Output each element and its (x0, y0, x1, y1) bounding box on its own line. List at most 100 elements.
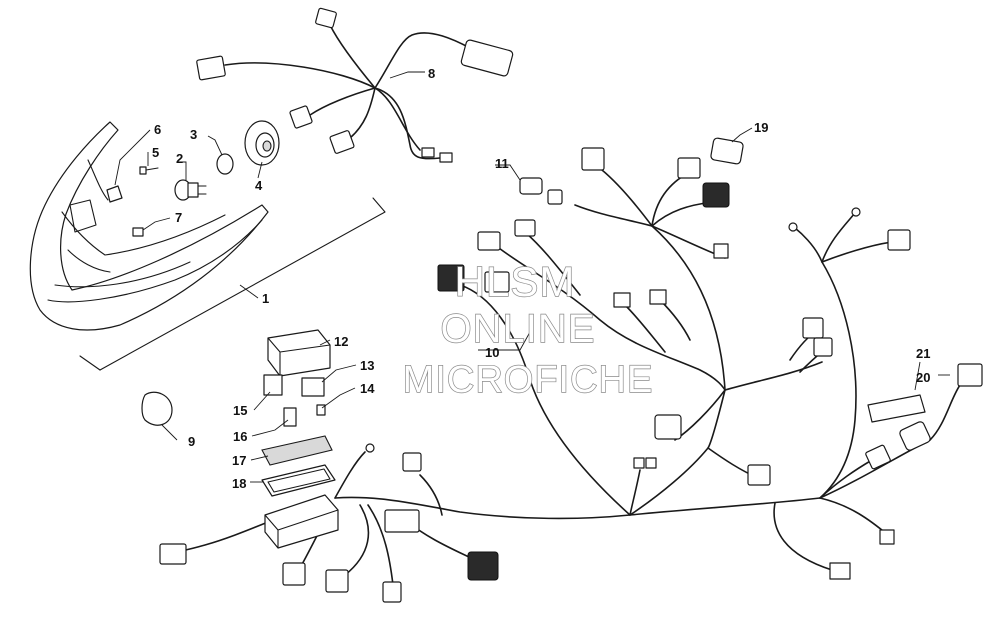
connector-fr-a (887, 229, 911, 251)
part-18-seal (261, 464, 336, 497)
part-20-connector (957, 363, 983, 387)
ring-terminal-a (788, 222, 798, 232)
callout-7: 7 (175, 210, 182, 225)
wire-mid-right (724, 361, 823, 391)
headlight-assembly (29, 120, 386, 371)
callout-11: 11 (495, 156, 509, 171)
terminal-top-a (421, 147, 435, 158)
part-14-fuse (316, 404, 326, 416)
connector-10-a (477, 231, 501, 251)
wire-upper-3 (374, 32, 471, 89)
callout-6: 6 (154, 122, 161, 137)
part-5-screw (139, 166, 159, 175)
connector-10-c (437, 264, 465, 292)
part-4-boot (244, 120, 280, 166)
watermark-line-2: ONLINE (441, 307, 596, 351)
assembly-boundary (99, 197, 386, 371)
connector-bl-e (467, 551, 499, 581)
connector-top-c (460, 39, 514, 77)
connector-10-d (484, 271, 510, 293)
wire-right-3 (821, 212, 856, 263)
connector-bl-d (382, 581, 402, 603)
part-3-retainer-ring (216, 153, 234, 175)
housing-contour-5 (87, 159, 109, 201)
callout-3: 3 (190, 127, 197, 142)
wire-mid-conn-c (629, 469, 641, 516)
wire-10-d (624, 304, 666, 353)
main-harness (177, 24, 961, 586)
callout-15: 15 (233, 403, 247, 418)
terminal-mid-b (645, 457, 657, 469)
callout-12: 12 (334, 334, 348, 349)
callout-19: 19 (754, 120, 768, 135)
callout-10: 10 (485, 345, 499, 360)
wire-br-2 (819, 497, 889, 536)
connector-bl-b (282, 562, 306, 586)
wire-br-1 (819, 459, 873, 499)
connector-tr-a (581, 147, 605, 171)
connector-10-f (649, 289, 667, 305)
wire-upper-4 (309, 87, 376, 116)
wire-upper-7 (374, 87, 421, 151)
wire-branch-b (651, 171, 691, 227)
wire-upper-2 (224, 62, 376, 89)
connector-tr-c (702, 182, 730, 208)
wire-10-b (524, 231, 581, 296)
wire-bl-7 (419, 474, 443, 516)
housing-contour-1 (47, 219, 263, 303)
watermark-line-1: HLSM (455, 258, 576, 305)
wire-upper-6 (374, 87, 441, 160)
watermark-line-3: MICROFICHE (403, 359, 654, 401)
wire-br-3 (773, 502, 833, 571)
connector-bl-c (325, 569, 349, 593)
terminal-mid-a (633, 457, 645, 469)
housing-contour-2 (54, 261, 191, 288)
connector-10-b (514, 219, 536, 237)
connector-fr-c (813, 337, 833, 357)
callout-21: 21 (916, 346, 930, 361)
callout-16: 16 (233, 429, 247, 444)
part-9-ring (141, 391, 173, 426)
connector-tr-b (677, 157, 701, 179)
connector-br-c (879, 529, 895, 545)
housing-contour-4 (67, 249, 111, 273)
wire-bottom-trunk (334, 496, 821, 520)
callout-4: 4 (255, 178, 263, 193)
part-12-fuse-box-cover (267, 329, 331, 377)
leader-lines (114, 71, 950, 483)
part-13-relay (301, 377, 325, 397)
wire-10-e (659, 299, 691, 341)
callout-14: 14 (360, 381, 375, 396)
wire-mid-down (629, 389, 726, 516)
fuse-block-edges (264, 509, 339, 549)
callout-17: 17 (232, 453, 246, 468)
wire-11-tail (574, 204, 653, 227)
part-12-edges (267, 337, 331, 377)
part-11-plug (547, 189, 563, 205)
connector-bl-f (384, 509, 420, 533)
connector-bl-a (159, 543, 187, 565)
wire-trunk-down (651, 225, 726, 391)
ring-terminal-b (851, 207, 861, 217)
connectors (159, 7, 983, 603)
callout-20: 20 (916, 370, 930, 385)
connector-tr-d (713, 243, 729, 259)
watermark: HLSM ONLINE MICROFICHE (402, 257, 654, 401)
part-17-gasket (261, 435, 333, 466)
callout-numbers: 1 2 3 4 5 6 7 8 9 10 11 12 13 14 15 16 1… (152, 66, 930, 491)
wire-upper-1 (329, 24, 376, 89)
electrical-components (141, 329, 926, 549)
callout-8: 8 (428, 66, 435, 81)
part-2-bulb (174, 179, 207, 201)
callout-13: 13 (360, 358, 374, 373)
connector-top-b (196, 55, 226, 81)
connector-br-b (899, 421, 931, 451)
connector-mid-b (747, 464, 771, 486)
assembly-boundary-end (79, 355, 101, 371)
callout-18: 18 (232, 476, 246, 491)
part-19-connector (710, 137, 744, 165)
callout-9: 9 (188, 434, 195, 449)
part-15-relay (263, 374, 283, 396)
wire-10-a (494, 244, 726, 391)
